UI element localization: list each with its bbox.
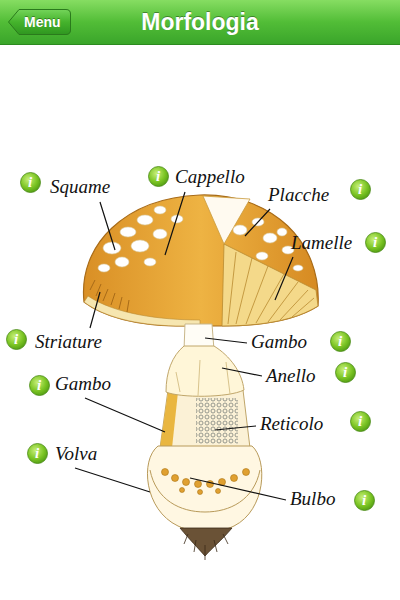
part-name: Gambo	[55, 373, 111, 395]
info-icon: i	[365, 232, 386, 253]
part-name: Placche	[268, 184, 329, 206]
info-letter: i	[148, 166, 169, 187]
info-letter: i	[6, 329, 27, 350]
cap-underside	[84, 296, 200, 326]
volva-cup	[150, 470, 260, 512]
gills-section	[222, 244, 318, 326]
bulb	[147, 446, 261, 532]
info-icon: i	[29, 375, 50, 396]
ring	[166, 346, 244, 396]
part-name: Volva	[55, 443, 97, 465]
part-name: Cappello	[175, 166, 245, 188]
ring-folds	[176, 360, 230, 396]
cap	[83, 195, 318, 326]
menu-button: Menu	[8, 9, 71, 35]
part-name: Squame	[50, 176, 110, 198]
root-tip	[180, 528, 232, 556]
info-icon: i	[350, 411, 371, 432]
reticulum	[196, 398, 238, 444]
label-holder: Gambo	[55, 373, 111, 395]
cap-flesh	[203, 196, 250, 244]
part-name: Gambo	[251, 331, 307, 353]
root-hairs	[184, 534, 228, 560]
info-letter: i	[354, 490, 375, 511]
info-letter: i	[27, 443, 48, 464]
part-name: Bulbo	[290, 488, 335, 510]
info-letter: i	[350, 411, 371, 432]
label-holder: Squame	[50, 176, 110, 198]
part-name: Lamelle	[291, 232, 352, 254]
info-letter: i	[350, 179, 371, 200]
info-letter: i	[20, 172, 41, 193]
info-icon: i	[20, 172, 41, 193]
info-icon: i	[330, 331, 351, 352]
info-letter: i	[29, 375, 50, 396]
info-icon: i	[148, 166, 169, 187]
label-holder: Reticolo	[260, 413, 323, 435]
info-letter: i	[335, 362, 356, 383]
label-holder: Volva	[55, 443, 97, 465]
stem-yellow	[160, 392, 178, 448]
page-title: Morfologia	[141, 9, 259, 36]
button-text: Menu	[8, 9, 71, 35]
label-holder: Placche	[268, 184, 329, 206]
label-holder: Gambo	[251, 331, 307, 353]
info-icon: i	[6, 329, 27, 350]
part-name: Striature	[35, 331, 102, 353]
part-name: Reticolo	[260, 413, 323, 435]
info-icon: i	[335, 362, 356, 383]
label-holder: Lamelle	[291, 232, 352, 254]
info-icon: i	[27, 443, 48, 464]
label-holder: Cappello	[175, 166, 245, 188]
info-icon: i	[354, 490, 375, 511]
lower-stem	[160, 390, 250, 448]
label-holder: Anello	[266, 365, 316, 387]
gill-lines	[228, 252, 314, 324]
info-letter: i	[365, 232, 386, 253]
info-icon: i	[350, 179, 371, 200]
info-letter: i	[330, 331, 351, 352]
label-holder: Striature	[35, 331, 102, 353]
part-name: Anello	[266, 365, 316, 387]
label-holder: Bulbo	[290, 488, 335, 510]
